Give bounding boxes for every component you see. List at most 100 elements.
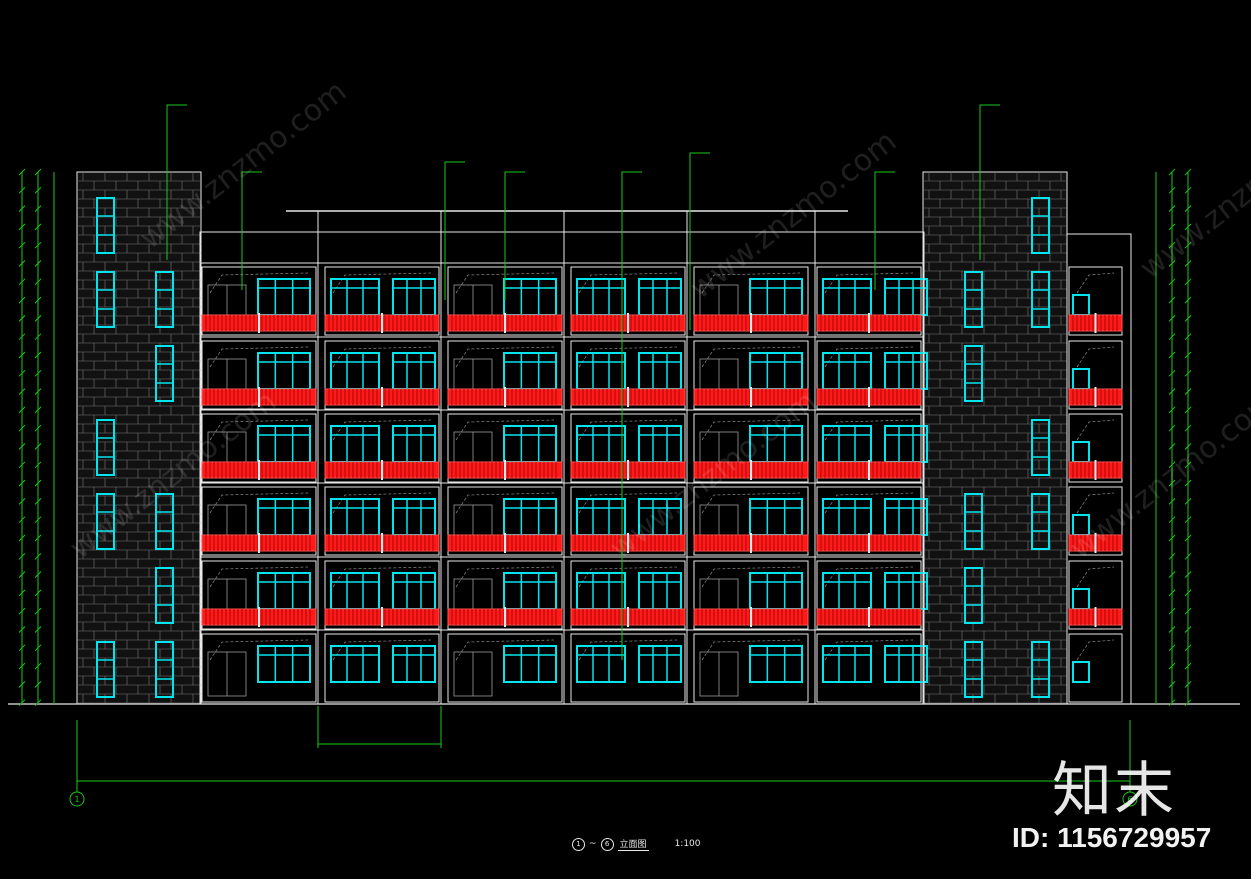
dimension-tick	[18, 498, 26, 505]
caption-axis-end: 6	[600, 837, 614, 851]
ceiling-line	[1076, 346, 1115, 368]
left-tower-window	[96, 271, 115, 328]
dimension-tick	[1168, 571, 1176, 578]
dimension-tick	[1184, 315, 1192, 322]
dimension-tick	[1184, 333, 1192, 341]
dimension-tick	[18, 168, 26, 176]
bay-frame	[447, 413, 563, 483]
dimension-tick	[1184, 607, 1192, 615]
right-tower-window	[964, 345, 983, 402]
bay-window	[749, 645, 803, 683]
dimension-tick	[34, 607, 42, 615]
dimension-tick	[18, 296, 26, 304]
bay-window	[884, 645, 928, 683]
site-watermark: www.znzmo.com	[133, 74, 353, 256]
bay-window	[257, 352, 311, 390]
ceiling-line	[332, 492, 432, 514]
bay-window	[822, 645, 872, 683]
dimension-tick	[1168, 607, 1176, 615]
drawing-title: 立面图	[617, 837, 649, 851]
balcony-bays	[201, 266, 1123, 703]
bay-frame	[693, 413, 809, 483]
annotation-leader	[621, 171, 642, 660]
dimension-tick	[34, 589, 42, 597]
ceiling-line	[455, 272, 555, 294]
dimension-tick	[34, 315, 42, 322]
bay-window	[330, 572, 380, 610]
bay-frame	[816, 560, 922, 630]
bay-window	[503, 572, 557, 610]
bay-window	[392, 572, 436, 610]
bay-window	[749, 498, 803, 536]
dimension-tick	[1168, 241, 1176, 249]
ceiling-line	[701, 419, 801, 441]
dimension-tick	[18, 516, 26, 524]
dimension-tick	[18, 644, 26, 652]
bay-window	[1072, 441, 1090, 463]
dimension-tick	[1168, 260, 1176, 267]
dimension-tick	[34, 644, 42, 652]
bay-frame	[1068, 266, 1123, 336]
dimension-tick	[1168, 223, 1176, 231]
ceiling-line	[332, 272, 432, 294]
dimension-tick	[1168, 443, 1176, 450]
building-outline	[8, 210, 1240, 705]
dimension-tick	[1184, 626, 1192, 633]
dimension-tick	[34, 369, 42, 377]
ceiling-line	[209, 492, 309, 514]
dimension-tick	[34, 388, 42, 395]
dimension-tick	[1184, 552, 1192, 560]
bay-frame	[693, 633, 809, 703]
annotation-leader	[979, 104, 1000, 260]
ceiling-line	[578, 639, 678, 661]
dimension-tick	[1168, 424, 1176, 432]
dimension-tick	[18, 406, 26, 414]
ceiling-line	[824, 566, 914, 588]
dimension-tick	[34, 681, 42, 688]
ceiling-line	[455, 566, 555, 588]
ceiling-line	[332, 346, 432, 368]
bay-frame	[816, 266, 922, 336]
bay-frame	[816, 633, 922, 703]
left-tower-window	[155, 271, 174, 328]
left-tower-window	[96, 419, 115, 476]
bay-window	[576, 352, 626, 390]
dimension-tick	[1168, 516, 1176, 524]
dimension-tick	[1184, 589, 1192, 597]
dimension-tick	[1168, 699, 1176, 707]
bay-window	[638, 645, 682, 683]
dimension-tick	[1184, 186, 1192, 194]
dimension-tick	[18, 626, 26, 633]
annotation-leader	[874, 171, 895, 290]
bay-window	[503, 278, 557, 316]
dimension-tick	[1168, 644, 1176, 652]
dimension-tick	[1168, 278, 1176, 286]
bay-window	[576, 425, 626, 463]
right-tower-window	[964, 567, 983, 624]
main-facade-outline	[199, 231, 925, 705]
ceiling-line	[1076, 566, 1115, 588]
dimension-tick	[18, 443, 26, 450]
dimension-tick	[18, 333, 26, 341]
right-tower-window	[964, 493, 983, 550]
bay-window	[749, 352, 803, 390]
right-tower-window	[964, 641, 983, 698]
bay-frame	[570, 413, 686, 483]
bay-window	[1072, 294, 1090, 316]
bay-window	[503, 425, 557, 463]
left-tower-window	[155, 345, 174, 402]
bay-frame	[1068, 413, 1123, 483]
dimension-tick	[1184, 571, 1192, 578]
bay-window	[257, 498, 311, 536]
right-tower-window	[1031, 493, 1050, 550]
dimension-tick	[1184, 278, 1192, 286]
dimension-tick	[1168, 168, 1176, 176]
dimension-tick	[1184, 406, 1192, 414]
dimension-tick	[1184, 241, 1192, 249]
bay-window	[1072, 368, 1090, 390]
dimension-tick	[34, 168, 42, 176]
site-watermark: www.znzmo.com	[1133, 104, 1251, 286]
dimension-tick	[34, 626, 42, 633]
bay-window	[392, 498, 436, 536]
bay-frame	[447, 633, 563, 703]
